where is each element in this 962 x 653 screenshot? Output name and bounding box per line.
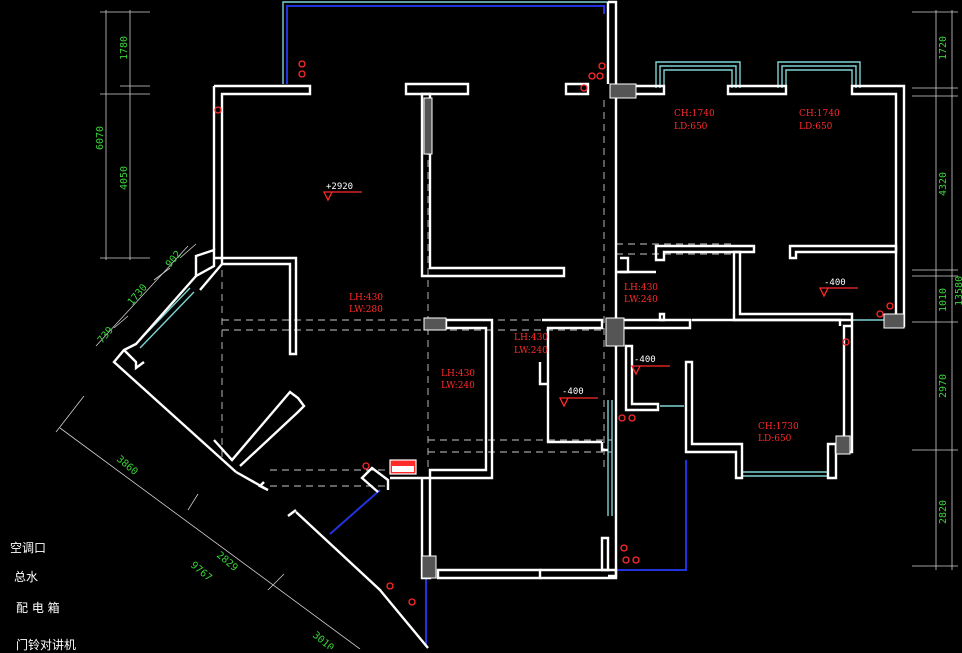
dim-2829: 2829 (214, 550, 240, 574)
dim-1780: 1780 (119, 36, 130, 60)
walls (112, 0, 906, 649)
beam-c-lw: LW:240 (514, 346, 548, 356)
beam-b-lw: LW:240 (624, 295, 658, 305)
dim-902: 902 (164, 249, 184, 270)
level-bath-right: -400 (824, 278, 846, 288)
dim-1010: 1010 (938, 288, 949, 312)
beam-a-lw: LW:280 (349, 305, 383, 315)
legend-ac: 空调口 (10, 541, 47, 555)
dimension-left: 1780 4050 6070 (95, 10, 150, 260)
window-2-ch: CH:1740 (799, 109, 840, 119)
legend-elec: 配 电 箱 (16, 601, 60, 615)
level-living: +2920 (326, 182, 353, 192)
level-bath-mid: -400 (634, 355, 656, 365)
dim-9767: 9767 (188, 560, 214, 584)
dim-6070: 6070 (95, 126, 106, 150)
electric-box-inner (392, 466, 414, 472)
level-bath-left: -400 (562, 387, 584, 397)
column (423, 317, 447, 331)
dim-3860: 3860 (114, 454, 140, 478)
legend-water: 总水 (14, 570, 39, 584)
dim-3010: 3010 (310, 630, 336, 649)
beam-d-lw: LW:240 (441, 381, 475, 391)
level-markers: +2920 -400 -400 -400 (322, 182, 858, 408)
dim-13580: 13580 (954, 276, 962, 306)
dim-1730: 1730 (126, 282, 150, 308)
column (609, 83, 637, 99)
dimension-right: 1720 4320 1010 2970 2820 13580 (912, 10, 962, 570)
column (421, 555, 437, 579)
window-2-ld: LD:650 (799, 122, 833, 132)
dim-1720: 1720 (938, 36, 949, 60)
legend-intercom: 门铃对讲机 (16, 638, 77, 652)
dim-2970: 2970 (938, 374, 949, 398)
dim-2820: 2820 (938, 500, 949, 524)
column (605, 317, 625, 347)
column (835, 435, 851, 455)
beam-a-lh: LH:430 (349, 293, 383, 303)
annotations: CH:1740 LD:650 CH:1740 LD:650 CH:1730 LD… (349, 109, 840, 444)
outlets (214, 60, 894, 606)
beam-b-lh: LH:430 (624, 283, 658, 293)
columns (389, 83, 905, 579)
beam-c-lh: LH:430 (514, 333, 548, 343)
window-3-ch: CH:1730 (758, 422, 799, 432)
dim-4320: 4320 (938, 172, 949, 196)
windows (135, 1, 884, 646)
column (423, 97, 433, 155)
column (883, 313, 905, 329)
beam-d-lh: LH:430 (441, 369, 475, 379)
window-1-ch: CH:1740 (674, 109, 715, 119)
window-1-ld: LD:650 (674, 122, 708, 132)
window-3-ld: LD:650 (758, 434, 792, 444)
dim-4050: 4050 (119, 166, 130, 190)
